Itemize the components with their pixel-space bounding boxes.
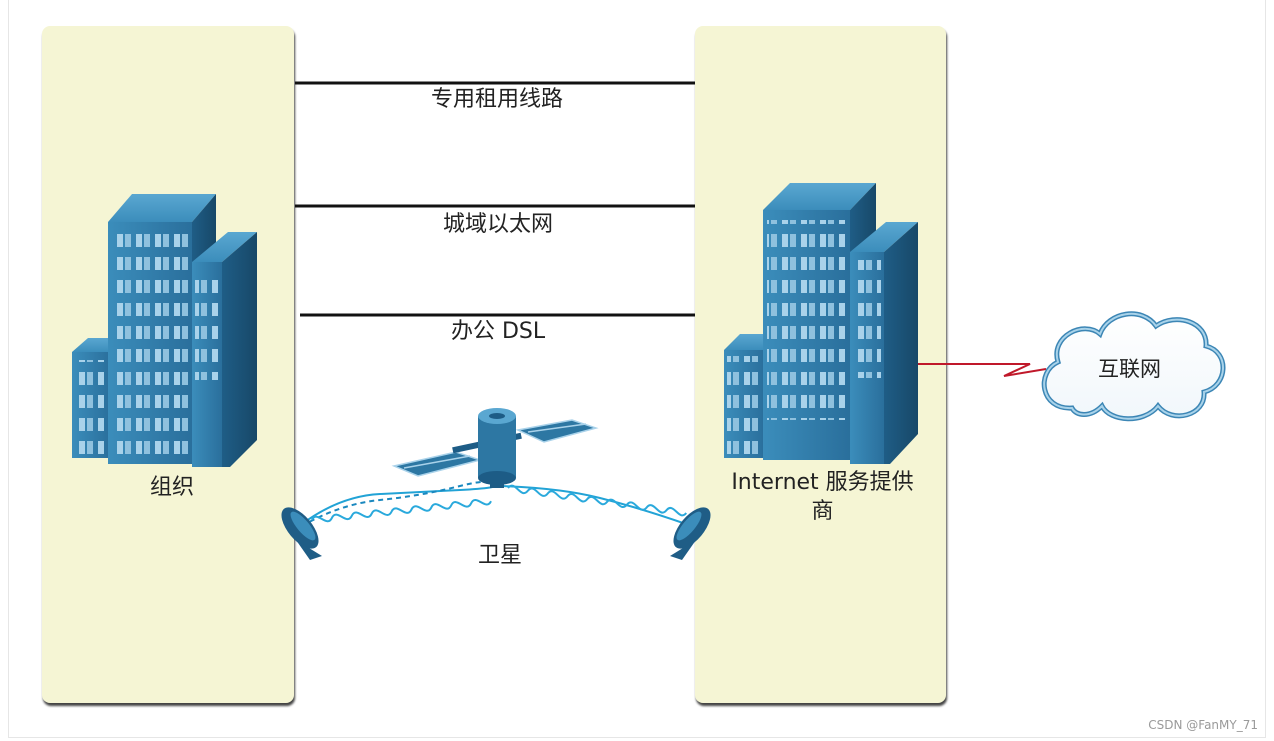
cloud-icon xyxy=(1041,311,1226,422)
lightning-link-icon xyxy=(918,363,1047,377)
metro-ethernet-label: 城域以太网 xyxy=(443,212,554,237)
office-building-icon xyxy=(72,194,257,467)
isp-label: Internet 服务提供商 xyxy=(731,470,914,524)
satellite-dish-icon xyxy=(670,507,711,560)
diagram-frame xyxy=(8,0,1266,738)
watermark: CSDN @FanMY_71 xyxy=(1148,718,1258,732)
satellite-dish-icon xyxy=(281,507,322,560)
leased-line-label: 专用租用线路 xyxy=(431,87,564,112)
office-building-icon xyxy=(724,183,918,464)
internet-label: 互联网 xyxy=(1098,357,1161,381)
satellite-icon xyxy=(391,408,599,488)
office-dsl-label: 办公 DSL xyxy=(451,319,546,344)
organization-label: 组织 xyxy=(150,475,195,500)
satellite-signal-waves xyxy=(301,480,688,527)
satellite-label: 卫星 xyxy=(478,543,523,568)
